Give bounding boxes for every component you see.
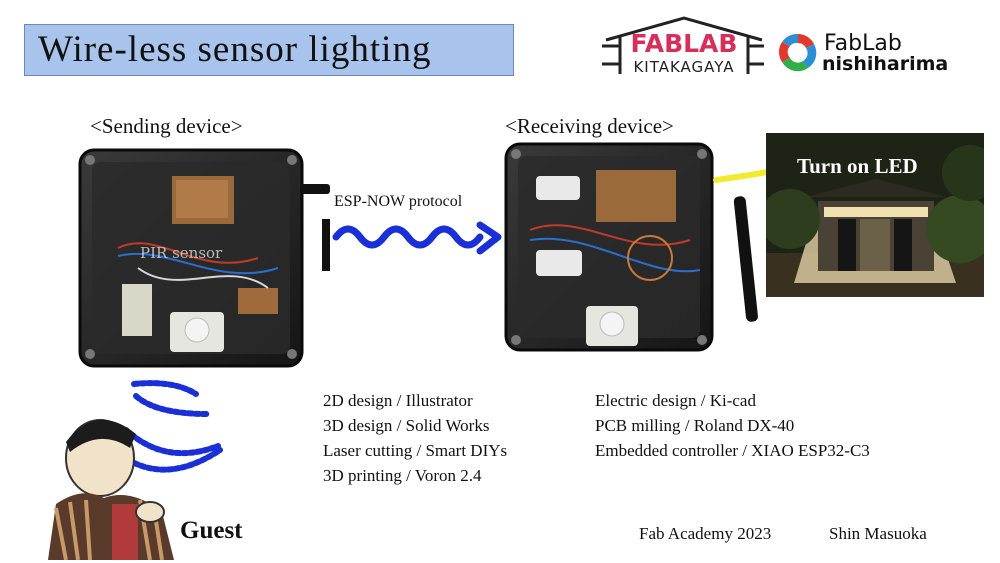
footer-author: Shin Masuoka [829, 524, 927, 543]
list-item: PCB milling / Roland DX-40 [595, 416, 795, 435]
receiving-device-label: <Receiving device> [505, 114, 674, 138]
pir-sensor-label: PIR sensor [140, 244, 223, 262]
lit-gate-photo [766, 133, 984, 297]
kitakagaya-top-text: FABLAB [631, 29, 738, 58]
list-item: Embedded controller / XIAO ESP32-C3 [595, 441, 870, 460]
nishiharima-top-text: FabLab [824, 31, 902, 56]
list-item: 3D printing / Voron 2.4 [323, 466, 482, 485]
nishiharima-bottom-text: nishiharima [822, 53, 948, 75]
design-tools-list: 2D design / Illustrator 3D design / Soli… [323, 388, 507, 488]
fablab-kitakagaya-logo: FABLAB KITAKAGAYA [602, 16, 764, 76]
sending-device-label: <Sending device> [90, 114, 243, 138]
slide-title: Wire-less sensor lighting [38, 29, 432, 70]
list-item: 2D design / Illustrator [323, 391, 473, 410]
guest-illustration [48, 380, 223, 560]
list-item: 3D design / Solid Works [323, 416, 490, 435]
footer-course: Fab Academy 2023 [639, 524, 772, 543]
fablab-nishiharima-logo: FabLab nishiharima [778, 31, 948, 75]
logos: FABLAB KITAKAGAYA FabLab nishiharima [602, 16, 948, 76]
list-item: Electric design / Ki-cad [595, 391, 756, 410]
turn-on-led-label: Turn on LED [797, 154, 918, 178]
receiving-device-image [504, 142, 758, 352]
protocol-wave-arrow [322, 219, 502, 271]
guest-label: Guest [180, 517, 243, 544]
title-banner [24, 24, 514, 76]
protocol-label: ESP-NOW protocol [334, 193, 463, 210]
list-item: Laser cutting / Smart DIYs [323, 441, 508, 460]
sending-device-image: PIR sensor [78, 148, 330, 368]
kitakagaya-bottom-text: KITAKAGAYA [633, 58, 734, 76]
electronics-list: Electric design / Ki-cad PCB milling / R… [595, 388, 870, 463]
